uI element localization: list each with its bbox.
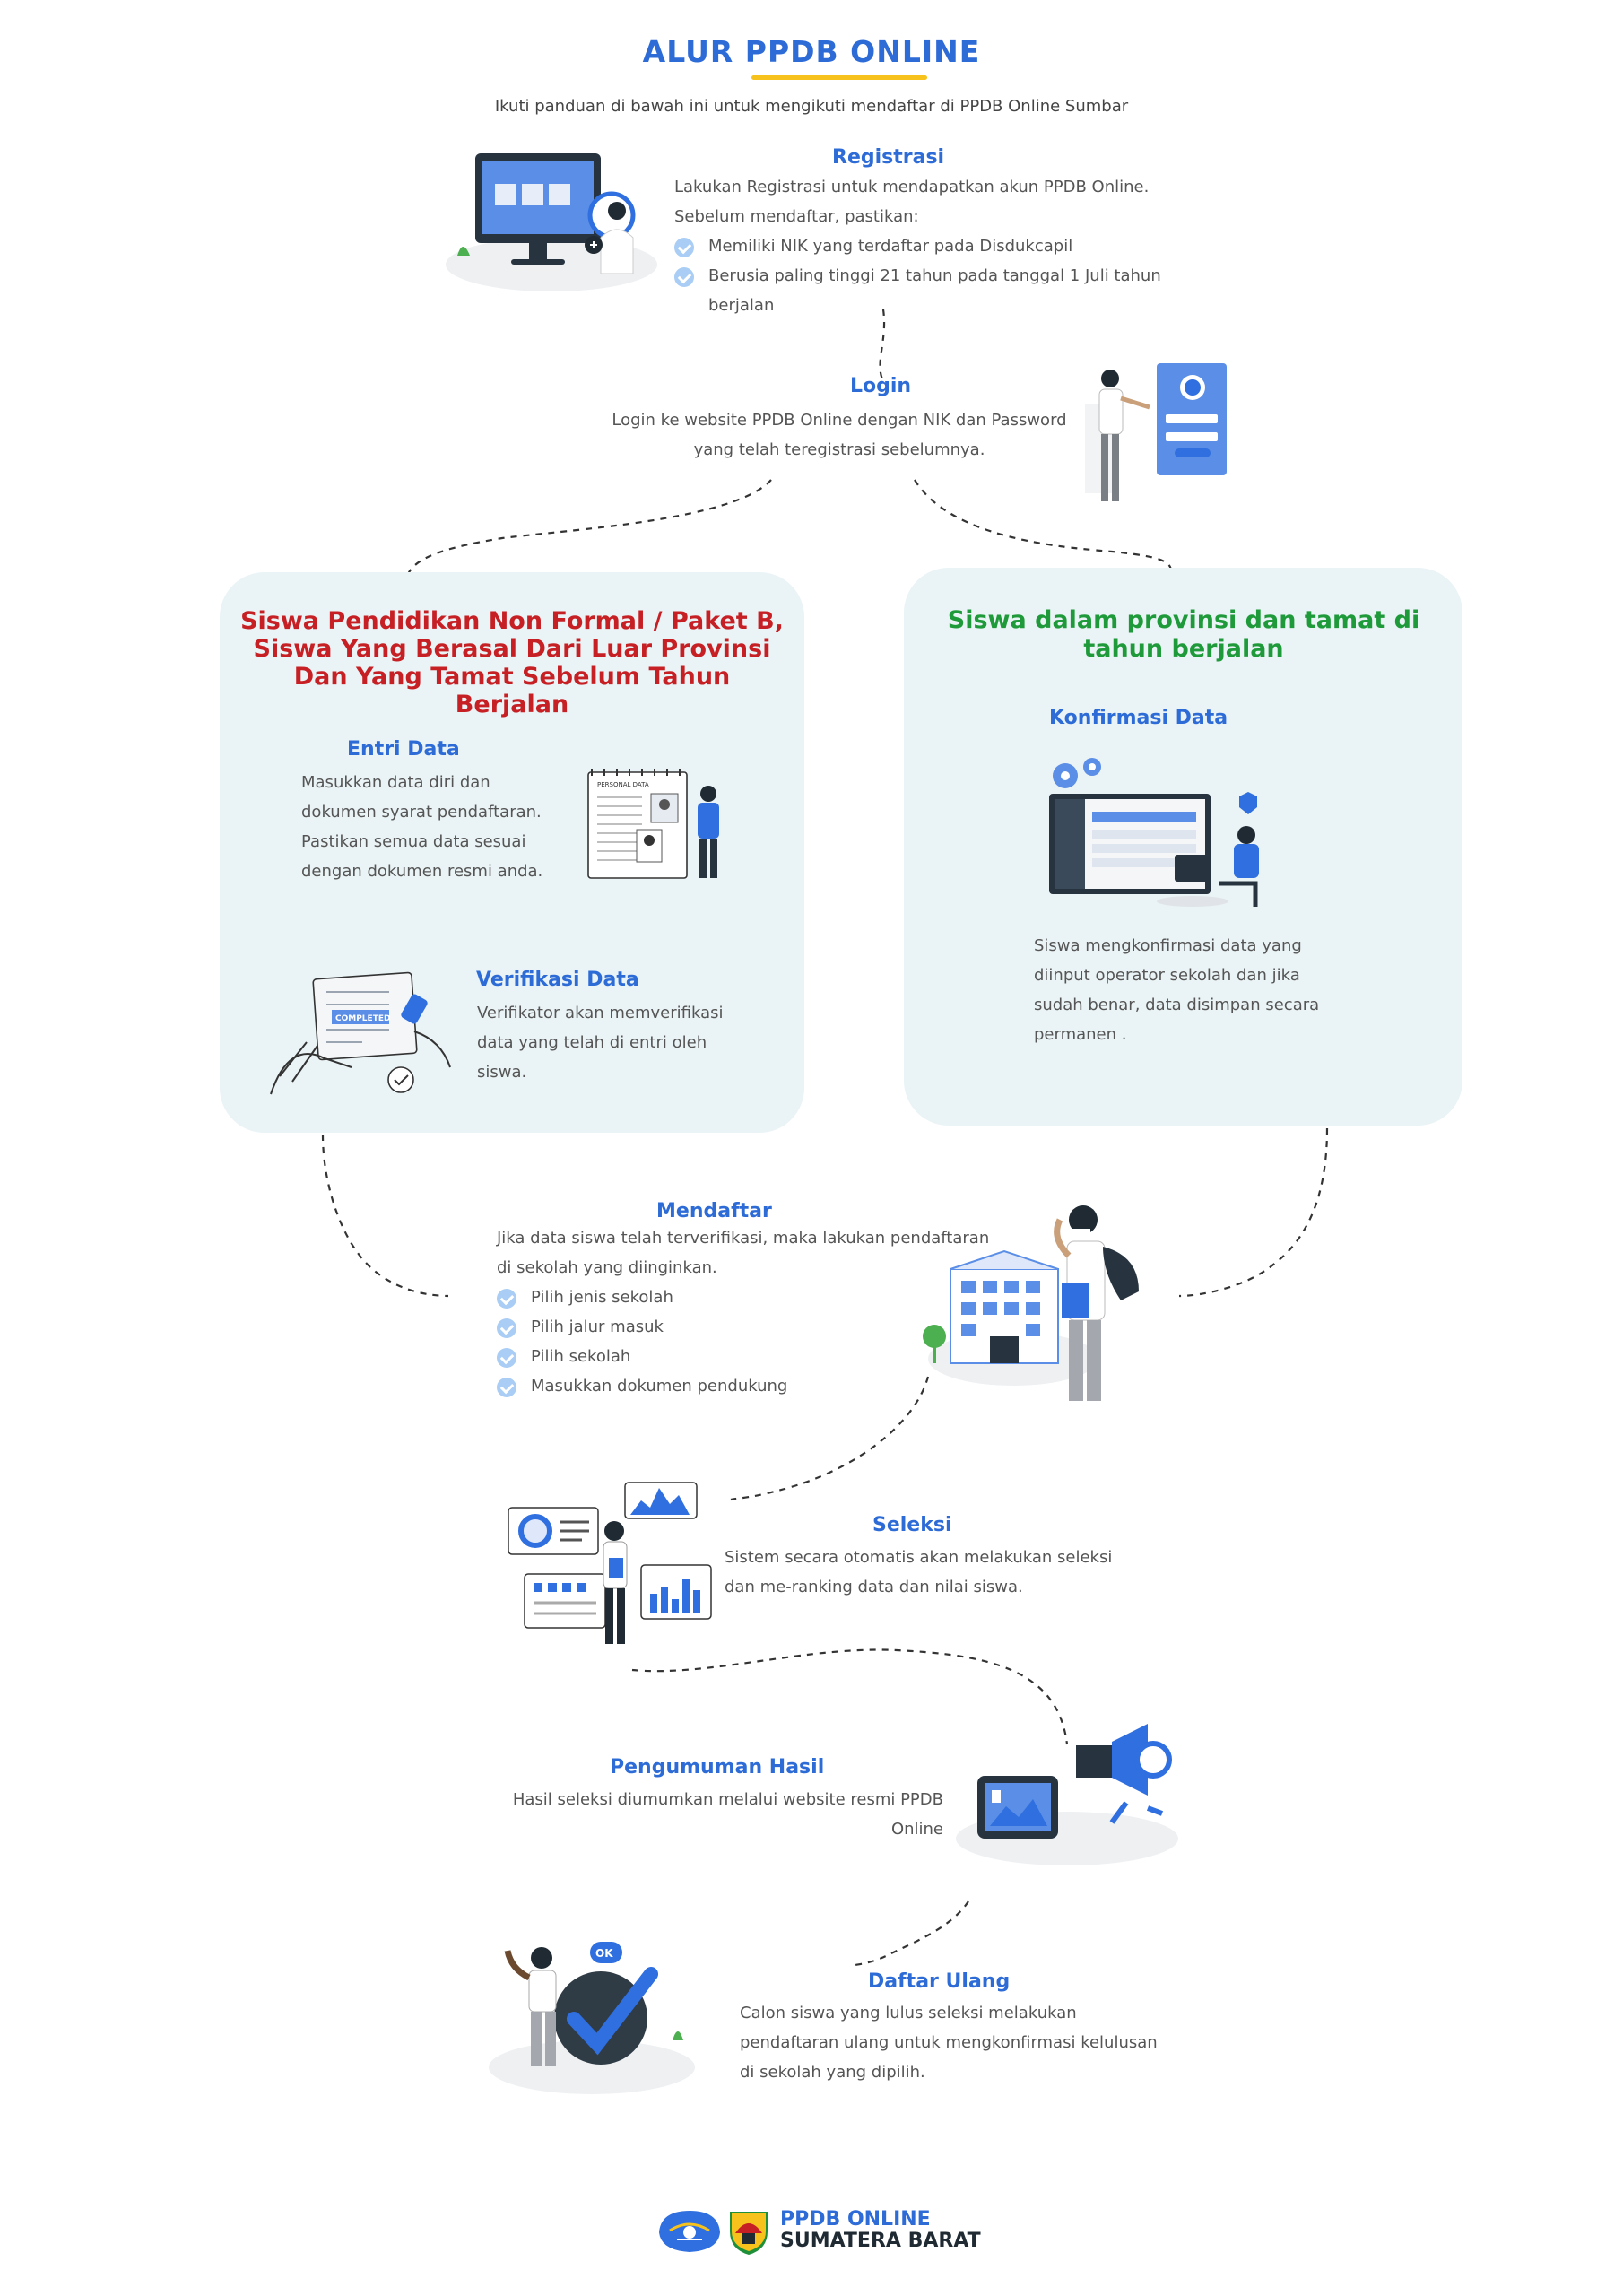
check-icon — [497, 1318, 516, 1338]
step-title-konfirmasi-data: Konfirmasi Data — [1049, 707, 1228, 729]
check-item: Pilih jenis sekolah — [497, 1283, 999, 1312]
step-text-daftar-ulang: Calon siswa yang lulus seleksi melakukan… — [740, 2004, 1158, 2082]
page-title: ALUR PPDB ONLINE — [642, 34, 981, 69]
check-item: Pilih sekolah — [497, 1342, 999, 1371]
check-icon — [674, 267, 694, 287]
panel-left-title: Siswa Pendidikan Non Formal / Paket B, S… — [240, 607, 784, 718]
step-text-seleksi: Sistem secara otomatis akan melakukan se… — [725, 1548, 1113, 1596]
announcement-illustration — [956, 1724, 1178, 1866]
step-title-registrasi: Registrasi — [832, 146, 945, 169]
check-icon — [497, 1289, 516, 1309]
step-title-login: Login — [850, 375, 912, 397]
step-text-mendaftar: Jika data siswa telah terverifikasi, mak… — [497, 1229, 990, 1277]
personal-data-heading: PERSONAL DATA — [597, 781, 649, 788]
check-item: Memiliki NIK yang terdaftar pada Disdukc… — [674, 231, 1176, 261]
step-title-pengumuman-hasil: Pengumuman Hasil — [610, 1756, 825, 1779]
step-registrasi: Lakukan Registrasi untuk mendapatkan aku… — [674, 172, 1176, 320]
registrasi-check-list: Memiliki NIK yang terdaftar pada Disdukc… — [674, 231, 1176, 320]
footer-brand: PPDB ONLINE SUMATERA BARAT — [780, 2209, 981, 2252]
completed-stamp-text: COMPLETED — [335, 1014, 390, 1023]
page-subtitle: Ikuti panduan di bawah ini untuk mengiku… — [494, 97, 1129, 116]
confirmation-illustration — [1049, 758, 1259, 907]
login-illustration — [1085, 363, 1227, 501]
registration-illustration — [446, 153, 657, 291]
mendaftar-check-list: Pilih jenis sekolah Pilih jalur masuk Pi… — [497, 1283, 999, 1401]
step-title-seleksi: Seleksi — [872, 1514, 952, 1536]
step-text-konfirmasi-data: Siswa mengkonfirmasi data yang diinput o… — [1034, 936, 1320, 1044]
title-underline — [751, 75, 927, 80]
footer-line2: SUMATERA BARAT — [780, 2230, 981, 2252]
step-text-login: Login ke website PPDB Online dengan NIK … — [612, 411, 1067, 459]
selection-illustration — [508, 1482, 712, 1644]
check-icon — [674, 238, 694, 257]
sumatera-barat-logo — [730, 2212, 768, 2255]
ok-bubble-text: OK — [595, 1947, 613, 1960]
step-text-pengumuman-hasil: Hasil seleksi diumumkan melalui website … — [512, 1790, 943, 1839]
step-title-mendaftar: Mendaftar — [656, 1200, 772, 1222]
footer-line1: PPDB ONLINE — [780, 2208, 931, 2231]
check-item: Masukkan dokumen pendukung — [497, 1371, 999, 1401]
tut-wuri-handayani-logo — [659, 2211, 720, 2252]
step-title-verifikasi-data: Verifikasi Data — [476, 969, 639, 991]
step-text-verifikasi-data: Verifikator akan memverifikasi data yang… — [477, 1004, 724, 1082]
step-mendaftar: Jika data siswa telah terverifikasi, mak… — [497, 1223, 999, 1401]
verification-illustration: COMPLETED — [270, 971, 451, 1095]
step-text-entri-data: Masukkan data diri dan dokumen syarat pe… — [301, 773, 543, 881]
step-title-daftar-ulang: Daftar Ulang — [868, 1970, 1011, 1993]
check-icon — [497, 1378, 516, 1397]
panel-right-title: Siswa dalam provinsi dan tamat di tahun … — [947, 606, 1420, 663]
check-item: Berusia paling tinggi 21 tahun pada tang… — [674, 261, 1176, 320]
check-icon — [497, 1348, 516, 1368]
step-text-registrasi: Lakukan Registrasi untuk mendapatkan aku… — [674, 178, 1150, 226]
step-title-entri-data: Entri Data — [347, 738, 460, 761]
registration-school-illustration — [923, 1205, 1139, 1401]
entry-data-illustration: PERSONAL DATA — [587, 769, 719, 879]
re-registration-illustration: OK — [489, 1942, 695, 2094]
check-item: Pilih jalur masuk — [497, 1312, 999, 1342]
